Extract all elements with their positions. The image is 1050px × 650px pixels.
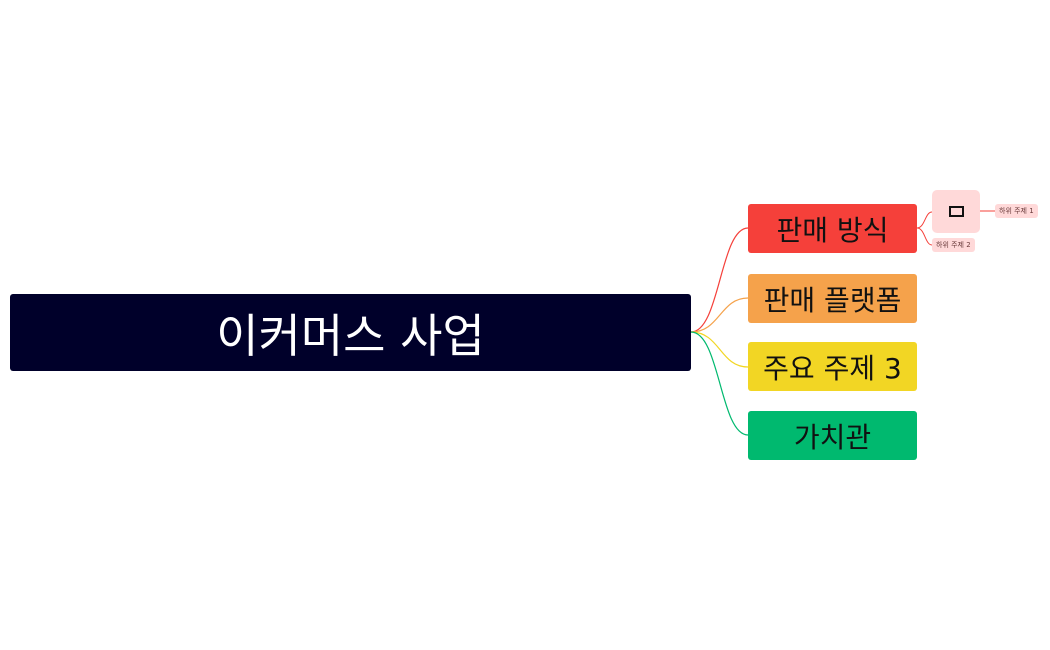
subtopic-label: 하위 주제 1 <box>999 207 1034 215</box>
central-topic-label: 이커머스 사업 <box>216 308 485 363</box>
topic-label: 판매 방식 <box>776 213 889 247</box>
topic-sales-method[interactable]: 판매 방식 <box>748 204 917 253</box>
subtopic-1[interactable]: 하위 주제 1 <box>995 204 1038 218</box>
connector-root-branch-3 <box>690 331 749 436</box>
connector-branch-0-sub <box>916 211 933 229</box>
connector-root-branch-2 <box>690 331 749 368</box>
topic-values[interactable]: 가치관 <box>748 411 917 460</box>
topic-label: 주요 주제 3 <box>763 351 902 385</box>
connector-root-branch-1 <box>690 297 749 333</box>
topic-main-subject-3[interactable]: 주요 주제 3 <box>748 342 917 391</box>
square-glyph-icon <box>948 206 964 217</box>
connector-root-branch-0 <box>690 227 749 333</box>
topic-label: 가치관 <box>793 420 872 454</box>
topic-sales-platform[interactable]: 판매 플랫폼 <box>748 274 917 323</box>
subtopic-node[interactable] <box>932 190 980 233</box>
subtopic-2[interactable]: 하위 주제 2 <box>932 238 975 252</box>
central-topic[interactable]: 이커머스 사업 <box>10 294 691 371</box>
subtopic-label: 하위 주제 2 <box>936 241 971 249</box>
topic-label: 판매 플랫폼 <box>763 283 902 317</box>
connector-branch-0-leaf-1 <box>916 227 933 246</box>
